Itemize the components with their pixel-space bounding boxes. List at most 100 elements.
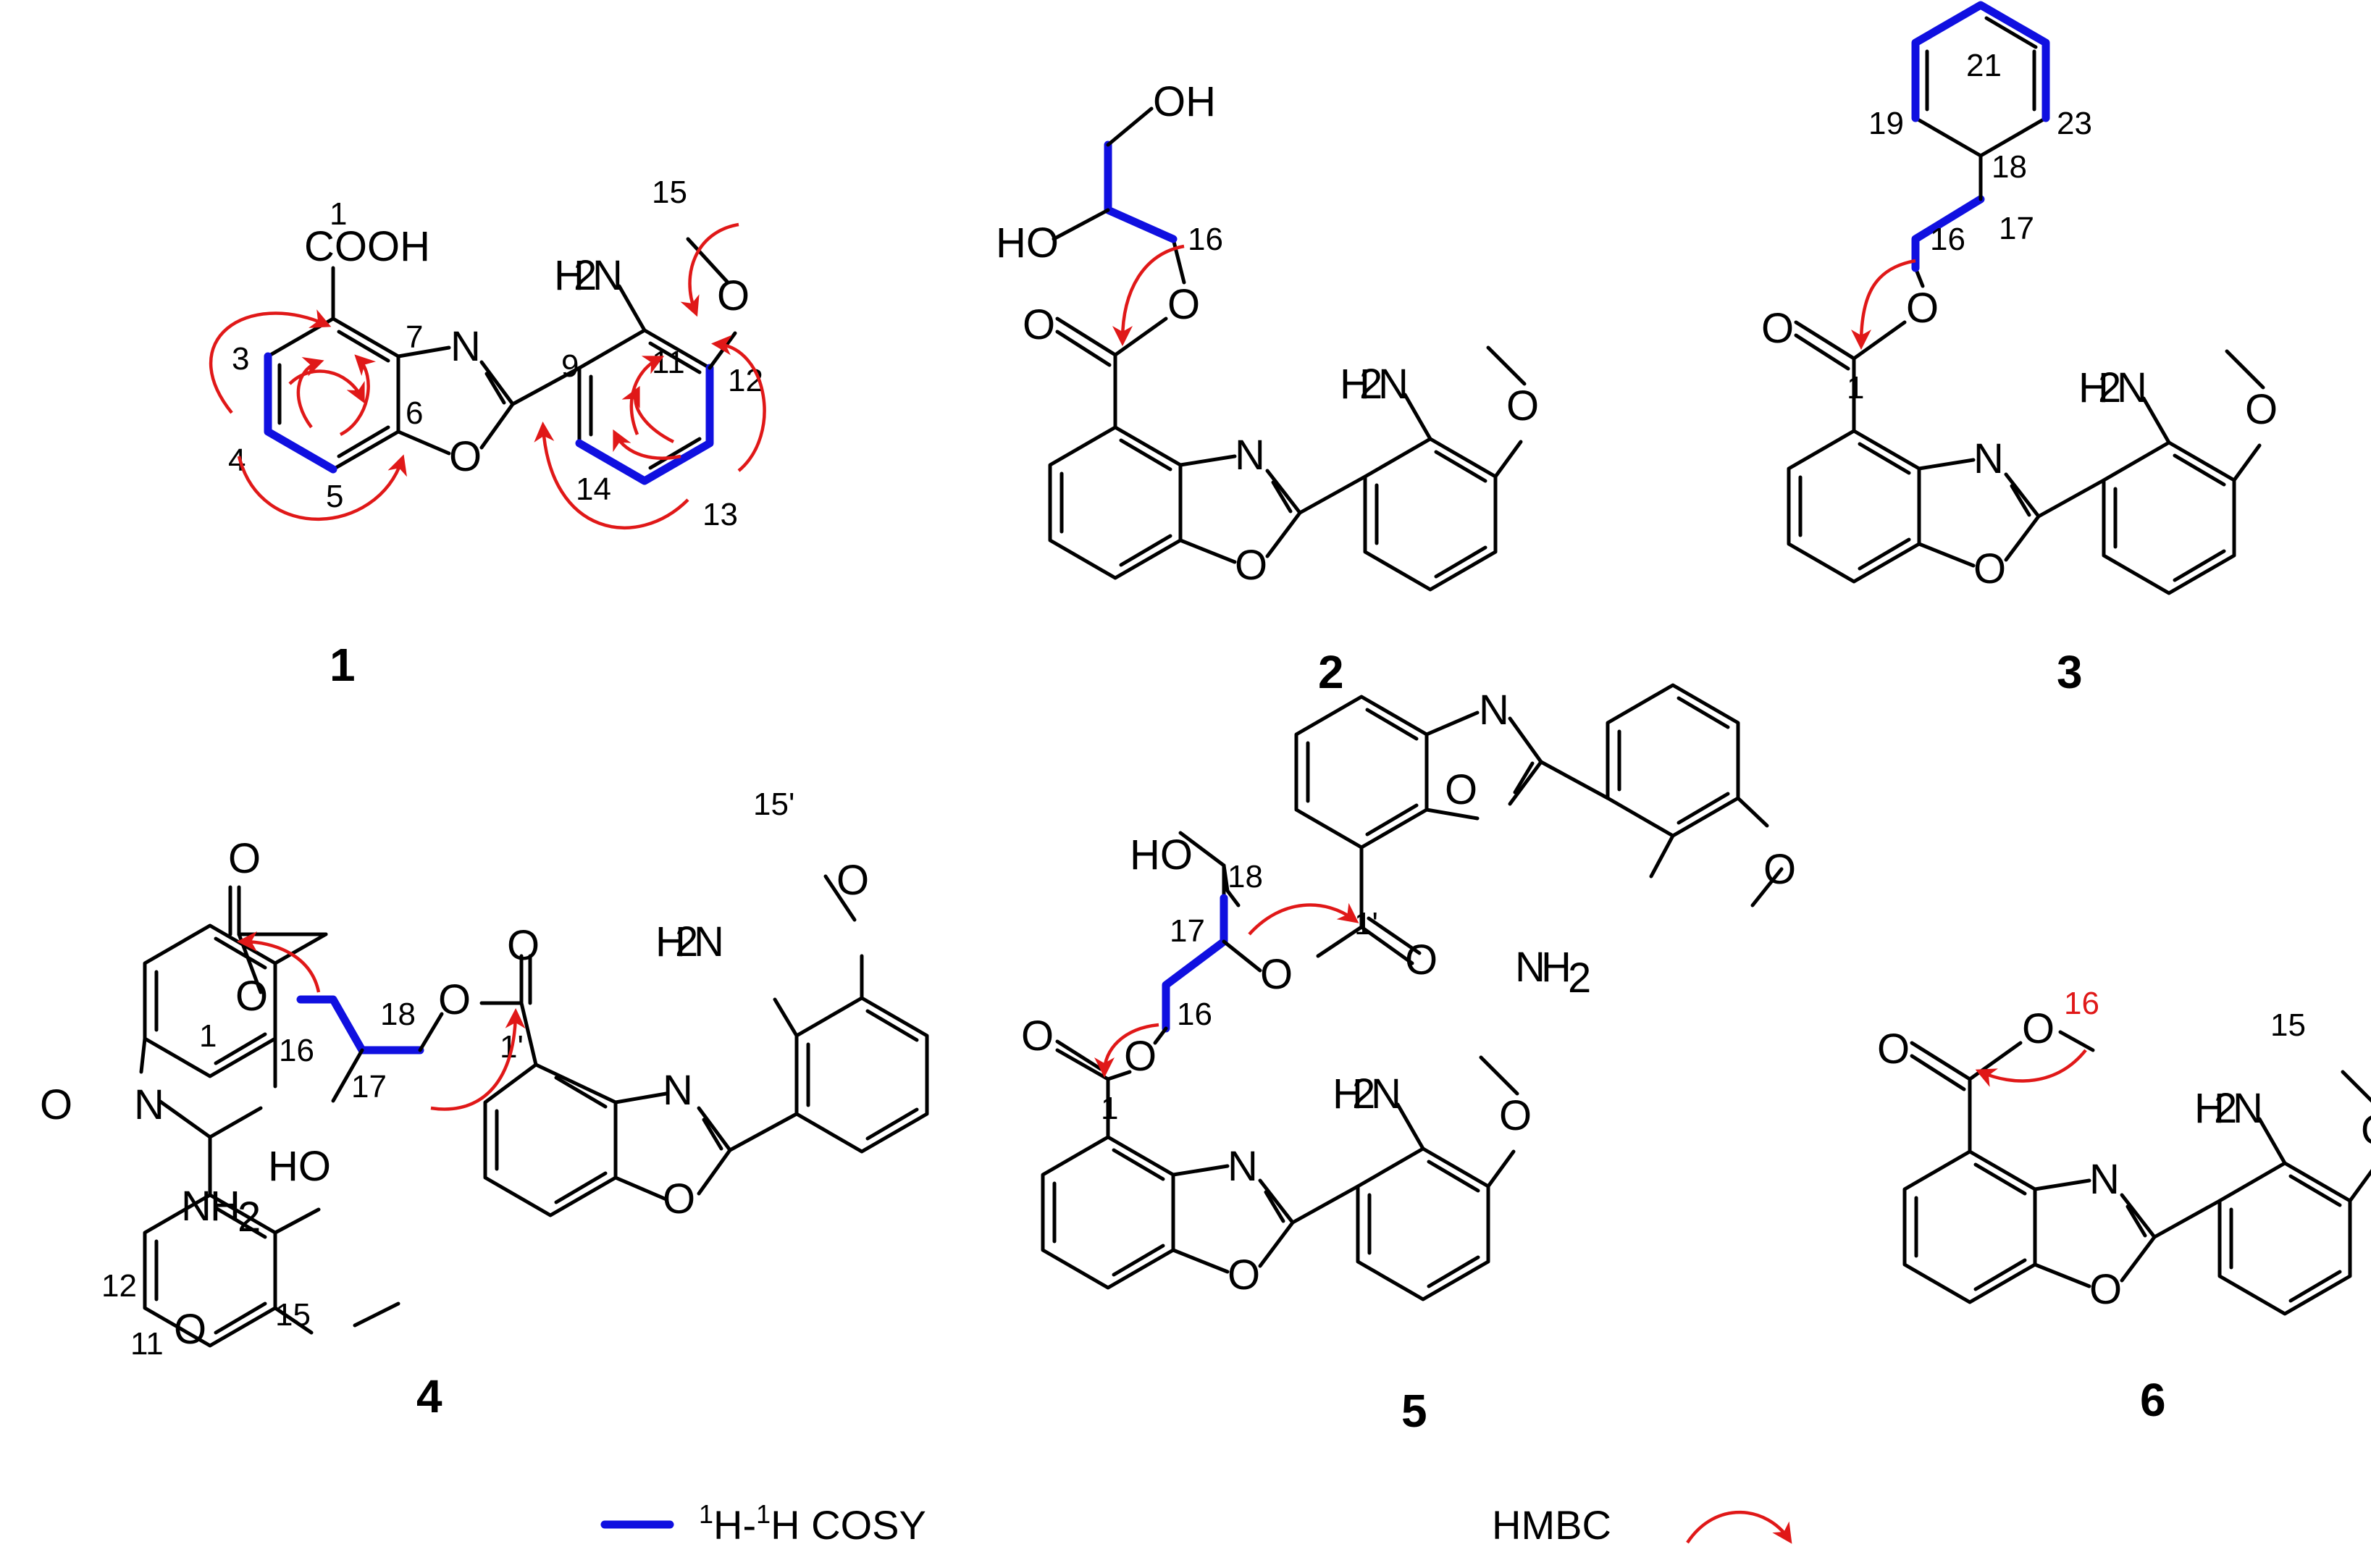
c4-ester-o: O xyxy=(235,973,268,1020)
compound-5-label: 5 xyxy=(1401,1385,1427,1437)
num-3: 3 xyxy=(232,341,249,377)
nh2-n: N xyxy=(1378,361,1409,408)
num-9: 9 xyxy=(561,348,579,384)
num-5: 5 xyxy=(326,479,343,514)
compound-2-label: 2 xyxy=(1318,646,1344,698)
c4-nh2-n: N xyxy=(181,1183,211,1230)
c4-ho: HO xyxy=(268,1143,331,1190)
c5-num-16: 16 xyxy=(1177,997,1212,1032)
c4-num-1: 1 xyxy=(199,1018,217,1054)
c5-nh2-h: H xyxy=(1541,944,1571,991)
num-23: 23 xyxy=(2057,106,2092,141)
compound-5: O N N H 2 O O O HO O O N O H 2 N O 1 1' … xyxy=(1021,683,1796,1437)
hmbc-legend-arrow xyxy=(1686,1510,1792,1544)
c5-ester-o: O xyxy=(1260,951,1293,998)
c4-num-16: 16 xyxy=(279,1033,314,1068)
hydroxyl-oh: OH xyxy=(1153,78,1216,125)
c4-n2: N xyxy=(663,1067,693,1114)
c5-carbonyl-o: O xyxy=(1405,936,1438,984)
compound-6: O O N O H 2 N O 15 16 6 xyxy=(1877,986,2371,1426)
c5-nh2b-sub: 2 xyxy=(1352,1070,1375,1118)
compound-1-label: 1 xyxy=(330,639,356,691)
c6-num-16: 16 xyxy=(2064,986,2099,1021)
c6-num-15: 15 xyxy=(2270,1007,2306,1043)
num-16: 16 xyxy=(1930,222,1965,257)
num-14: 14 xyxy=(576,471,611,507)
num-21: 21 xyxy=(1966,48,2002,83)
o-atom: O xyxy=(449,433,482,480)
c4-num-15: 15 xyxy=(275,1297,311,1333)
c5-num-1p: 1' xyxy=(1354,906,1378,942)
c6-o: O xyxy=(2089,1266,2122,1313)
c5-carbonyl-o2: O xyxy=(1021,1013,1054,1060)
nh2-h: H xyxy=(1340,361,1370,408)
compound-3: O O N O H 2 N O 1 16 17 18 19 21 23 3 xyxy=(1761,1,2278,698)
num-15: 15 xyxy=(652,175,687,210)
compound-6-label: 6 xyxy=(2140,1374,2166,1426)
c4-oxazole-o: O xyxy=(40,1081,72,1128)
methoxy-o: O xyxy=(2245,386,2278,433)
num-1: 1 xyxy=(330,196,347,232)
nh2-h: H xyxy=(2078,364,2109,411)
n-atom: N xyxy=(450,323,481,370)
c5-nh2-sub: 2 xyxy=(1568,955,1591,1002)
nh2-n: N xyxy=(2117,364,2147,411)
c4-nh2b-n: N xyxy=(694,918,724,965)
num-6: 6 xyxy=(406,395,423,431)
c5-num-1: 1 xyxy=(1101,1091,1118,1126)
c4-oxazole-n: N xyxy=(134,1081,164,1128)
num-17: 17 xyxy=(1999,211,2034,246)
c6-nh2-h: H xyxy=(2194,1085,2225,1132)
o-atom: O xyxy=(1235,542,1267,589)
c4-nh2-h: H xyxy=(210,1183,240,1230)
o-atom: O xyxy=(1973,545,2006,592)
nh2-sub: 2 xyxy=(2098,364,2121,411)
c5-ho: HO xyxy=(1130,831,1193,879)
carbonyl-o: O xyxy=(1023,301,1055,348)
c4-num-11: 11 xyxy=(130,1326,164,1362)
c5-methoxy-o: O xyxy=(1763,846,1796,893)
hydroxyl-ho: HO xyxy=(996,219,1059,267)
cosy-legend-label: 1H-1H COSY xyxy=(699,1499,926,1548)
c6-nh2-n: N xyxy=(2233,1085,2263,1132)
c5-oxazole-o: O xyxy=(1445,766,1477,813)
nh2-sub: 2 xyxy=(574,252,597,299)
c4-num-15p: 15' xyxy=(753,787,794,822)
num-18: 18 xyxy=(1992,149,2027,185)
c4-methoxy-o2: O xyxy=(836,857,869,904)
c6-carbonyl-o: O xyxy=(1877,1026,1910,1073)
carbonyl-o: O xyxy=(1761,305,1794,352)
num-13: 13 xyxy=(702,497,738,532)
compound-1: COOH N O H 2 N O 1 3 4 5 6 7 9 11 12 13 … xyxy=(209,175,766,691)
nh2-h: H xyxy=(554,252,584,299)
c4-methoxy-o: O xyxy=(174,1306,206,1353)
methoxy-o: O xyxy=(1506,382,1539,429)
compound-3-label: 3 xyxy=(2057,646,2083,698)
num-7: 7 xyxy=(406,319,423,355)
c6-ester-o: O xyxy=(2022,1005,2055,1052)
c4-num-12: 12 xyxy=(101,1268,137,1304)
cooh-label: COOH xyxy=(304,223,430,270)
c4-nh2b-h: H xyxy=(655,918,686,965)
compound-4-label: 4 xyxy=(416,1370,442,1422)
c4-carbonyl-o: O xyxy=(228,835,261,882)
c5-nh2-n: N xyxy=(1515,944,1545,991)
ester-o: O xyxy=(1906,285,1939,332)
c4-ester-o2: O xyxy=(438,976,471,1023)
c5-methoxy-o2: O xyxy=(1499,1092,1532,1139)
num-16: 16 xyxy=(1188,222,1223,257)
c5-nh2b-n: N xyxy=(1371,1070,1401,1118)
ester-o: O xyxy=(1167,281,1200,328)
c6-methoxy-o: O xyxy=(2361,1107,2371,1154)
num-1: 1 xyxy=(1847,370,1864,406)
legend: 1H-1H COSY HMBC xyxy=(600,1499,1792,1548)
c5-oxazole-n: N xyxy=(1479,687,1509,734)
c5-nh2b-h: H xyxy=(1333,1070,1363,1118)
c4-nh2b-sub: 2 xyxy=(675,918,698,965)
c5-num-17: 17 xyxy=(1170,913,1205,949)
num-19: 19 xyxy=(1868,106,1904,141)
c4-num-18: 18 xyxy=(380,997,416,1032)
n-atom: N xyxy=(1973,435,2004,482)
n-atom: N xyxy=(1235,432,1265,479)
